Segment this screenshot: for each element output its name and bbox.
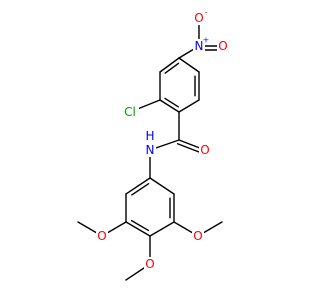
atom-cl: Cl [121,105,139,119]
atom-label-bg [193,11,205,25]
atom-o: O- [193,8,208,25]
atom-label: O [194,11,203,25]
bond-line-double [131,183,150,196]
atom-label-bg [192,229,204,243]
bond-line-double [164,97,179,108]
atom-label-bg [121,105,139,119]
atom-label-bg [144,143,156,157]
atom-label: O [218,39,227,53]
atom-label: O [97,229,106,243]
bond-line [159,57,180,73]
bond [159,97,180,113]
atom-o: O [217,39,229,53]
atom-label-bg [144,257,156,271]
atom-sublabel-bg [144,130,156,142]
atom-n: NH [144,129,156,157]
atom-label-bg [217,39,229,53]
bond-line [149,177,175,195]
atom-charge: - [205,8,208,17]
atom-label-bg [193,39,205,53]
atom-charge: + [203,36,210,45]
bond [194,71,200,101]
atom-label: O [193,229,202,243]
bond-line [125,177,151,195]
bond [178,99,200,113]
bond-line [125,221,151,237]
bond [169,193,175,223]
bond-line [178,57,200,73]
atom-label: Cl [124,105,136,119]
bond [178,57,200,73]
bond [149,177,175,195]
atom-label: N [195,39,204,53]
bond-line [178,99,200,113]
bond [149,221,175,237]
bond [125,219,151,237]
atom-label: O [145,257,154,271]
bond-line [149,221,175,237]
atom-o: O [199,143,211,157]
bond [159,57,180,74]
bond [125,177,151,196]
atom-label-bg [96,229,108,243]
bond-line-double [130,219,150,232]
atom-o: O [144,257,156,271]
bond-line-double [164,62,180,74]
atom-sublabel: H [145,129,154,143]
atom-o: O [96,229,108,243]
atom-o: O [192,229,204,243]
atom-label: N [146,143,155,157]
bond-line [159,99,180,113]
atom-label-bg [199,143,211,157]
atom-label: O [200,143,209,157]
atom-n: N+ [193,36,210,53]
